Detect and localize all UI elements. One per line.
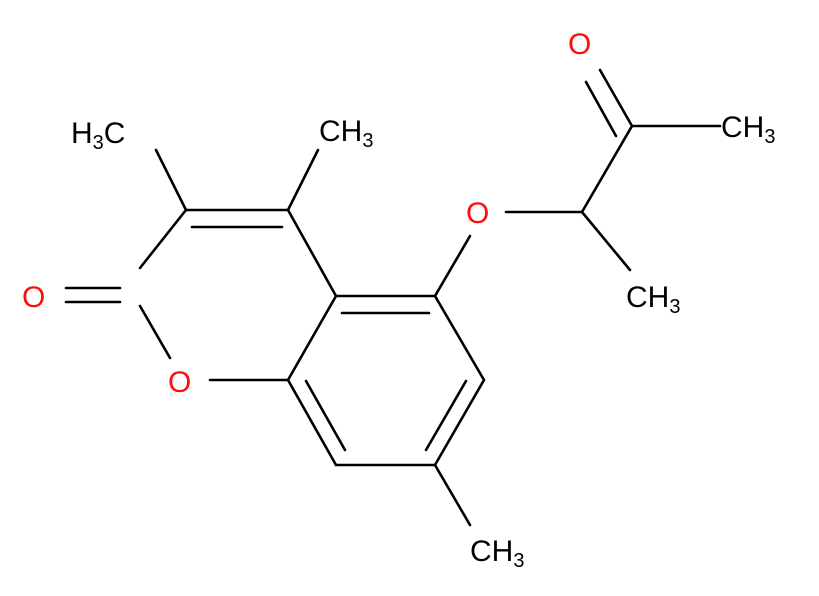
bond-c4-c4a	[286, 208, 338, 298]
bond-c5-c6	[433, 294, 486, 382]
bond-ch-carbonyl	[580, 124, 634, 214]
bond-c4-methyl	[286, 148, 320, 212]
bond-c4a-c8a	[286, 294, 338, 382]
bond-c8-c8a	[286, 378, 338, 467]
label-o-ether: O	[466, 197, 489, 230]
bond-o1-c2	[138, 304, 172, 360]
bond-c2-c3	[138, 208, 188, 270]
label-o-carbonyl: O	[22, 281, 45, 314]
bond-c5-oether	[433, 234, 472, 298]
bond-c3-methyl	[154, 148, 188, 212]
label-o-ketone: O	[568, 28, 591, 61]
label-o-ring: O	[168, 366, 191, 399]
bond-c7-methyl	[433, 463, 472, 527]
label-ch3-ketone: CH3	[721, 111, 775, 148]
label-ch3-side-chain: CH3	[626, 281, 680, 318]
label-h3c-methyl-3: H3C	[71, 117, 125, 154]
label-ch3-methyl-7: CH3	[470, 535, 524, 572]
bond-ketone-double-a	[598, 68, 634, 128]
bonds	[64, 68, 722, 527]
bond-c6-c7-double	[424, 379, 468, 452]
atom-labels: H3C CH3 CH3 CH3 CH3 O O O O	[22, 28, 775, 572]
bond-ketone-double-b	[584, 80, 618, 138]
bond-c8-c8a-double	[304, 379, 347, 452]
label-ch3-methyl-4: CH3	[319, 115, 373, 152]
bond-c6-c7	[433, 378, 486, 467]
bond-ch-methyl	[580, 210, 632, 272]
